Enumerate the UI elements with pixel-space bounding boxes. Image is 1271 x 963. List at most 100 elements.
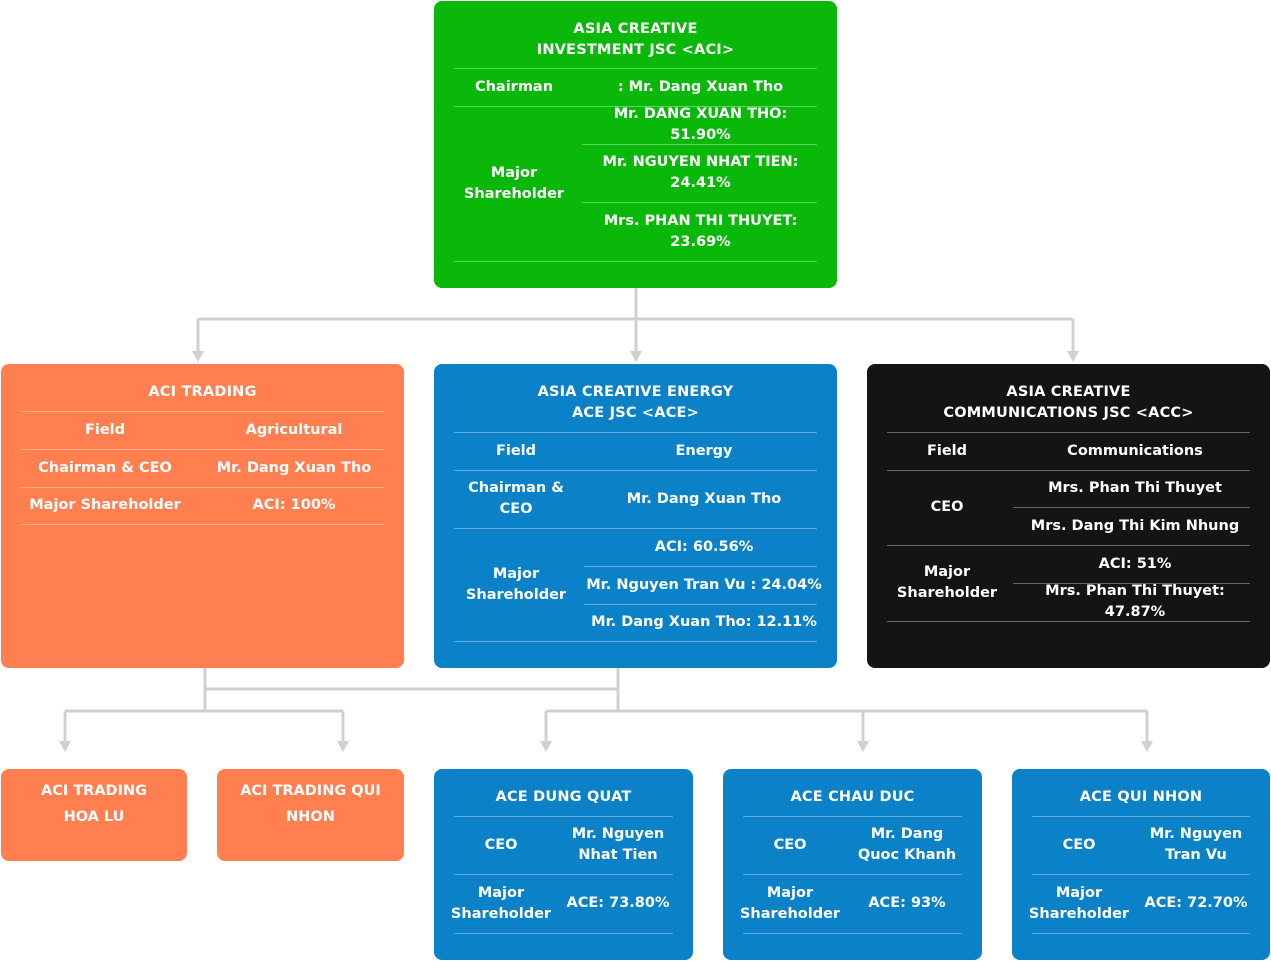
divider [21, 411, 384, 412]
quinhon-trading-line2: NHON [286, 809, 335, 825]
comms-share-label: Major Shareholder [887, 545, 1007, 621]
divider [584, 604, 817, 605]
trading-chair-label: Chairman & CEO [38, 459, 172, 476]
divider [21, 524, 384, 525]
divider [454, 470, 817, 471]
divider [584, 566, 817, 567]
divider [454, 874, 673, 875]
label-line: Major [477, 884, 525, 901]
divider [1013, 507, 1250, 508]
aci-trading-quinhon-box: ACI TRADING QUI NHON [217, 769, 404, 861]
divider [454, 106, 817, 107]
comms-share-1: ACI: 51% [1098, 555, 1172, 572]
divider [1032, 874, 1250, 875]
quinhon-trading-line1: ACI TRADING QUI [240, 783, 381, 799]
aci-box: ASIA CREATIVE INVESTMENT JSC <ACI> Chair… [434, 1, 837, 288]
hoalu-line2: HOA LU [63, 809, 125, 825]
label-line: Chairman & [468, 480, 564, 496]
title-line: ASIA CREATIVE [1006, 384, 1131, 400]
quinhon-share-value: ACE: 72.70% [1144, 895, 1248, 911]
text-line: Mrs. PHAN THI THUYET: [603, 212, 798, 229]
label-line: Shareholder [1028, 905, 1130, 922]
comms-ceo-label: CEO [930, 499, 964, 515]
aci-trading-box: ACI TRADING Field Agricultural Chairman … [1, 364, 404, 668]
dungquat-share-value: ACE: 73.80% [566, 895, 670, 911]
text-line: Mr. Nguyen [571, 826, 665, 842]
label-line: Shareholder [465, 586, 567, 603]
title-line: ASIA CREATIVE ENERGY [537, 384, 734, 400]
energy-chair-value: Mr. Dang Xuan Tho [626, 490, 782, 507]
divider [454, 68, 817, 69]
comms-ceo-2: Mrs. Dang Thi Kim Nhung [1030, 517, 1240, 534]
acc-comms-box: ASIA CREATIVE COMMUNICATIONS JSC <ACC> F… [867, 364, 1270, 668]
text-line: Tran Vu [1165, 847, 1227, 863]
label-line: Shareholder [463, 185, 565, 202]
ace-chauduc-box: ACE CHAU DUC CEO Mr. Dang Quoc Khanh Maj… [723, 769, 982, 960]
divider [454, 432, 817, 433]
energy-title: ASIA CREATIVE ENERGY ACE JSC <ACE> [434, 382, 837, 424]
aci-chairman-label: Chairman [474, 78, 554, 95]
divider [743, 933, 962, 934]
trading-title: ACI TRADING [148, 384, 257, 400]
comms-field-value: Communications [1067, 442, 1203, 459]
energy-field-label: Field [495, 442, 537, 459]
label-line: Major [492, 565, 540, 582]
divider [454, 528, 817, 529]
divider [454, 933, 673, 934]
quinhon-ceo-value: Mr. Nguyen Tran Vu [1130, 816, 1262, 874]
ace-energy-box: ASIA CREATIVE ENERGY ACE JSC <ACE> Field… [434, 364, 837, 668]
energy-share-2: Mr. Nguyen Tran Vu : 24.04% [586, 576, 822, 593]
aci-title-line1: ASIA CREATIVE [573, 21, 698, 37]
divider [21, 449, 384, 450]
text-line: Mr. Dang [870, 826, 944, 842]
divider [454, 641, 817, 642]
trading-field-label: Field [84, 421, 126, 438]
aci-title: ASIA CREATIVE INVESTMENT JSC <ACI> [434, 19, 837, 61]
divider [887, 621, 1250, 622]
trading-field-value: Agricultural [245, 421, 343, 438]
trading-chair-value: Mr. Dang Xuan Tho [216, 459, 372, 476]
label-line: Major [766, 884, 814, 901]
divider [582, 144, 817, 145]
text-line: Nhat Tien [578, 847, 658, 863]
comms-title: ASIA CREATIVE COMMUNICATIONS JSC <ACC> [867, 382, 1270, 424]
text-line: Quoc Khanh [857, 847, 957, 863]
label-line: Shareholder [450, 905, 552, 922]
aci-title-line2: INVESTMENT JSC <ACI> [536, 42, 735, 58]
energy-share-3: Mr. Dang Xuan Tho: 12.11% [591, 614, 817, 630]
dungquat-share-label: Major Shareholder [450, 874, 552, 933]
label-line: Shareholder [896, 585, 998, 601]
trading-share-value: ACI: 100% [252, 497, 336, 513]
trading-share-label: Major Shareholder [29, 497, 181, 513]
energy-chair-label: Chairman & CEO [454, 470, 578, 528]
divider [454, 261, 817, 262]
dungquat-title: ACE DUNG QUAT [495, 789, 632, 805]
text-line: Mr. NGUYEN NHAT TIEN: [602, 154, 799, 170]
comms-field-label: Field [926, 442, 968, 459]
label-line: CEO [499, 501, 533, 517]
divider [1032, 816, 1250, 817]
ace-dungquat-box: ACE DUNG QUAT CEO Mr. Nguyen Nhat Tien M… [434, 769, 693, 960]
divider [1013, 583, 1250, 584]
divider [454, 816, 673, 817]
quinhon-title: ACE QUI NHON [1079, 789, 1203, 805]
label-line: Major [1055, 884, 1103, 901]
title-line: ACE JSC <ACE> [571, 405, 699, 421]
divider [743, 874, 962, 875]
chauduc-share-value: ACE: 93% [868, 895, 946, 911]
aci-shareholder-3: Mrs. PHAN THI THUYET: 23.69% [584, 202, 817, 261]
energy-share-label: Major Shareholder [454, 528, 578, 641]
label-line: Major [923, 564, 971, 580]
energy-share-1: ACI: 60.56% [654, 538, 754, 555]
divider [582, 202, 817, 203]
energy-field-value: Energy [675, 442, 733, 459]
ace-quinhon-box: ACE QUI NHON CEO Mr. Nguyen Tran Vu Majo… [1012, 769, 1270, 960]
aci-shareholder-1: Mr. DANG XUAN THO: 51.90% [613, 106, 788, 143]
divider [887, 470, 1250, 471]
title-line: COMMUNICATIONS JSC <ACC> [943, 405, 1194, 421]
divider [887, 545, 1250, 546]
divider [1032, 933, 1250, 934]
dungquat-ceo-label: CEO [484, 836, 518, 853]
aci-trading-hoalu-box: ACI TRADING HOA LU [1, 769, 187, 861]
